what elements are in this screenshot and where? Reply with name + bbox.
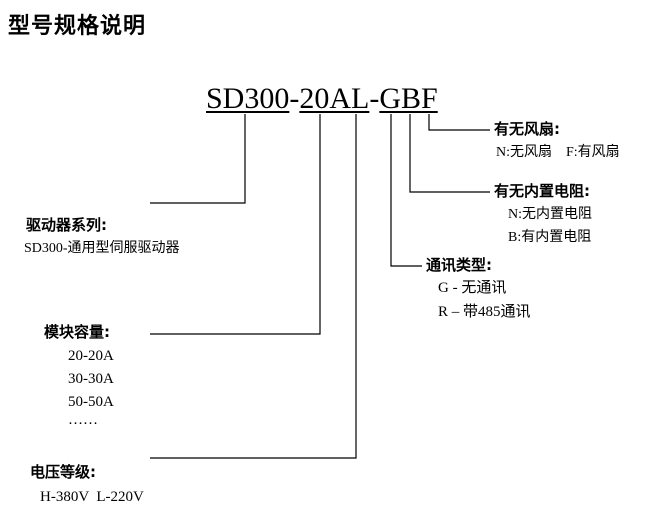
- voltage-options: H-380V L-220V: [40, 489, 144, 505]
- connector-voltage: [150, 114, 357, 459]
- capacity-option: 30-30A: [68, 371, 114, 387]
- connector-resistor: [409, 114, 490, 193]
- voltage-heading: 电压等级:: [30, 463, 96, 481]
- model-separator: -: [369, 82, 380, 115]
- resistor-heading: 有无内置电阻:: [494, 182, 590, 200]
- page-title: 型号规格说明: [8, 14, 147, 39]
- series-desc: SD300-通用型伺服驱动器: [24, 241, 180, 256]
- resistor-option: N:无内置电阻: [508, 207, 592, 222]
- fan-heading: 有无风扇:: [494, 120, 560, 138]
- model-part-fan: F: [421, 82, 438, 115]
- connector-comm: [390, 114, 422, 267]
- comm-option: R – 带485通讯: [438, 304, 531, 320]
- model-part-voltage: L: [351, 82, 370, 115]
- model-code: SD300-20AL-GBF: [206, 84, 438, 114]
- resistor-option: B:有内置电阻: [508, 230, 592, 245]
- connector-capacity: [150, 114, 321, 335]
- connector-fan: [428, 114, 490, 131]
- capacity-option: 20-20A: [68, 348, 114, 364]
- model-part-capacity: 20A: [299, 82, 352, 115]
- model-part-comm: G: [379, 82, 402, 115]
- capacity-option: ……: [68, 412, 98, 428]
- capacity-heading: 模块容量:: [44, 323, 110, 341]
- comm-heading: 通讯类型:: [426, 256, 492, 274]
- model-part-series: SD300: [206, 82, 290, 115]
- fan-options: N:无风扇 F:有风扇: [496, 145, 620, 160]
- capacity-option: 50-50A: [68, 394, 114, 410]
- connector-series: [150, 114, 246, 204]
- model-separator: -: [289, 82, 300, 115]
- comm-option: G - 无通讯: [438, 280, 507, 296]
- model-part-resistor: B: [401, 82, 422, 115]
- series-heading: 驱动器系列:: [26, 216, 107, 234]
